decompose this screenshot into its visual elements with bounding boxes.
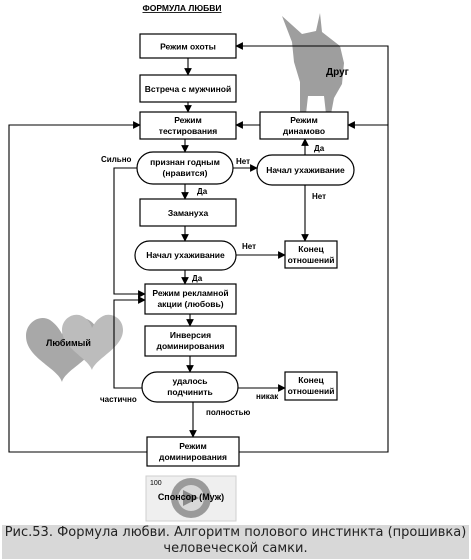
- node-text: отношений: [288, 255, 335, 265]
- node-text: Режим рекламной: [152, 288, 228, 298]
- sponsor-badge: 100: [150, 480, 162, 487]
- edge-fit-promo: [113, 167, 146, 298]
- node-text: Инверсия: [170, 330, 211, 340]
- svg-text:Начал ухаживание: Начал ухаживание: [266, 165, 345, 175]
- node-text: отношений: [288, 386, 335, 396]
- svg-text:признан годным(нравится): признан годным(нравится): [150, 157, 220, 178]
- edge-label-fully: полностью: [206, 408, 251, 417]
- node-text: доминирования: [157, 341, 225, 351]
- edge-subdue-promo: [113, 296, 146, 389]
- node-hunt: Режим охоты: [139, 33, 237, 59]
- edge-label-no: Нет: [236, 157, 250, 166]
- node-text: Режим: [174, 115, 202, 125]
- node-text: Конец: [298, 375, 324, 385]
- node-fit: признан годным(нравится): [136, 151, 234, 185]
- node-meet: Встреча с мужчиной: [139, 74, 237, 103]
- connectors: [8, 42, 389, 453]
- edge-label-no: Нет: [312, 192, 326, 201]
- sponsor-image: 100 Спонсор (Муж): [145, 475, 237, 522]
- node-text: тестирования: [159, 126, 217, 136]
- flowchart: ФОРМУЛА ЛЮБВИ Друг Любимый 100 Спонсор (…: [8, 3, 389, 522]
- svg-text:Режим охоты: Режим охоты: [160, 42, 216, 52]
- node-text: Начал ухаживание: [146, 250, 225, 260]
- node-court1: Начал ухаживание: [256, 154, 355, 186]
- edge-dominate-dinamo: [239, 121, 389, 453]
- friend-label: Друг: [326, 67, 349, 78]
- node-text: Начал ухаживание: [266, 165, 345, 175]
- node-text: Конец: [298, 244, 324, 254]
- node-text: Режим: [290, 115, 318, 125]
- node-court2: Начал ухаживание: [134, 240, 237, 271]
- node-text: подчинить: [167, 387, 213, 397]
- edge-label-never: никак: [256, 392, 279, 401]
- node-text: Встреча с мужчиной: [145, 84, 231, 94]
- edge-loop-hunt: [235, 42, 389, 125]
- svg-text:Начал ухаживание: Начал ухаживание: [146, 250, 225, 260]
- heart-icon: Любимый: [26, 314, 123, 382]
- node-text: Замануха: [168, 208, 209, 218]
- edge-label-yes: Да: [197, 187, 208, 196]
- node-text: динамово: [283, 126, 325, 136]
- sponsor-label: Спонсор (Муж): [158, 492, 224, 502]
- edge-label-yes: Да: [314, 144, 325, 153]
- node-text: признан годным: [150, 157, 220, 167]
- node-lure: Замануха: [139, 198, 237, 227]
- figure-caption: Рис.53. Формула любви. Алгоритм полового…: [2, 525, 469, 559]
- diagram-title: ФОРМУЛА ЛЮБВИ: [142, 3, 221, 13]
- svg-text:Замануха: Замануха: [168, 208, 209, 218]
- edge-dominate-test: [8, 121, 147, 453]
- node-text: удалось: [173, 376, 208, 386]
- edge-label-partially: частично: [100, 395, 137, 404]
- edge-label-no: Нет: [242, 242, 256, 251]
- edge-label-yes: Да: [192, 274, 203, 283]
- goat-icon: Друг: [282, 13, 349, 114]
- svg-text:Встреча с мужчиной: Встреча с мужчиной: [145, 84, 231, 94]
- node-text: акции (любовь): [157, 299, 223, 309]
- node-text: Режим охоты: [160, 42, 216, 52]
- beloved-label: Любимый: [46, 338, 91, 348]
- edge-label-strongly: Сильно: [101, 155, 132, 164]
- node-text: Режим: [179, 441, 207, 451]
- node-text: (нравится): [163, 168, 208, 178]
- node-text: доминирования: [159, 452, 227, 462]
